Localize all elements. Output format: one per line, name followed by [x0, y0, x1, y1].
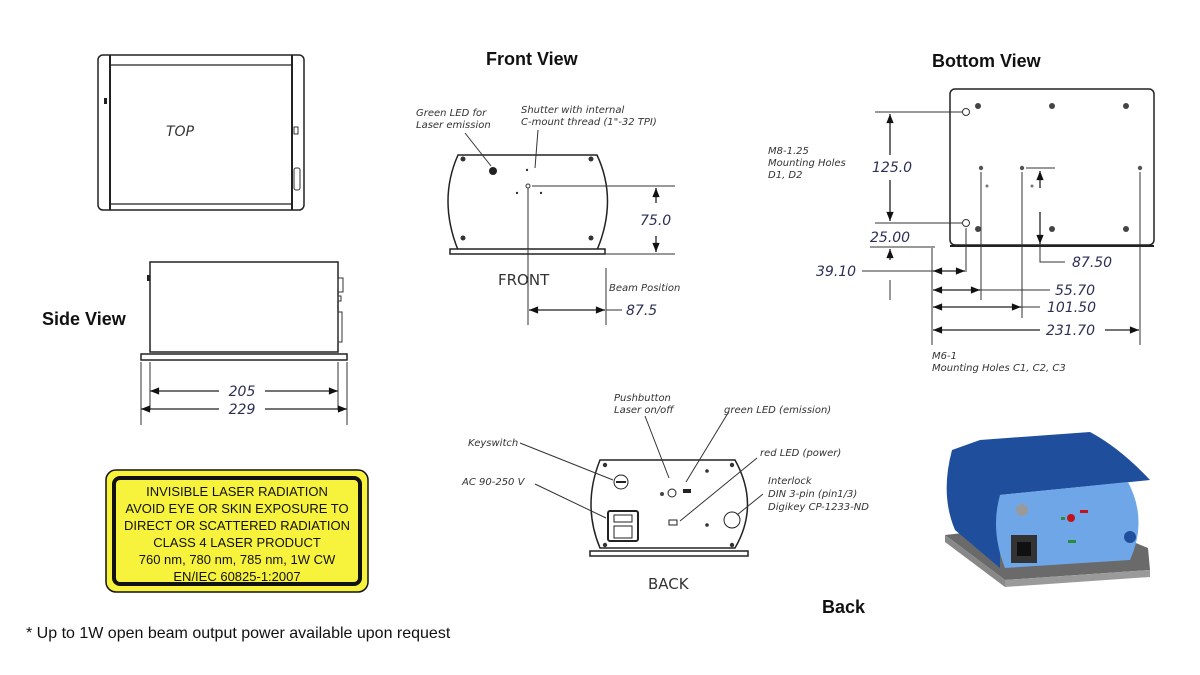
bottom-dim-125: 125.0 [872, 160, 912, 176]
shutter-callout: Shutter with internal [521, 105, 624, 116]
red-led-callout: red LED (power) [760, 448, 841, 459]
footnote: * Up to 1W open beam output power availa… [26, 625, 451, 642]
front-view: Green LED for Laser emission Shutter wit… [416, 105, 680, 325]
d-holes-callout-3: D1, D2 [768, 170, 802, 181]
bottom-dim-231-70: 231.70 [1046, 323, 1095, 339]
front-dim-75: 75.0 [640, 213, 671, 229]
c-holes-callout-1: M6-1 [932, 351, 957, 362]
top-view: TOP [97, 54, 305, 211]
bottom-dim-101-50: 101.50 [1047, 300, 1096, 316]
green-led-callout-2: Laser emission [416, 120, 491, 131]
interlock-callout-3: Digikey CP-1233-ND [768, 502, 869, 513]
back-title: Back [822, 597, 866, 617]
bottom-dim-55-70: 55.70 [1055, 283, 1095, 299]
pushbutton-icon [667, 488, 677, 498]
d-holes-callout-1: M8-1.25 [768, 146, 809, 157]
ac-callout: AC 90-250 V [461, 477, 526, 488]
warning-line-2: AVOID EYE OR SKIN EXPOSURE TO [125, 501, 348, 516]
hole-d1 [962, 108, 970, 116]
front-green-led [489, 167, 497, 175]
side-dim-229: 229 [229, 402, 256, 418]
green-led-back-callout: green LED (emission) [724, 405, 831, 416]
back-red-led [668, 519, 678, 526]
bottom-dim-25: 25.00 [870, 230, 910, 246]
pushbutton-callout-2: Laser on/off [614, 405, 675, 416]
back-label: BACK [648, 575, 690, 593]
side-view: 205 229 [140, 261, 348, 425]
green-led-callout: Green LED for [416, 108, 487, 119]
side-view-housing [149, 261, 339, 353]
laser-3d-render [945, 432, 1150, 587]
front-view-title: Front View [486, 49, 579, 69]
side-dim-205: 205 [229, 384, 256, 400]
warning-line-4: CLASS 4 LASER PRODUCT [153, 535, 321, 550]
back-base [589, 550, 749, 557]
front-dim-87-5: 87.5 [626, 303, 657, 319]
c-holes-callout-2: Mounting Holes C1, C2, C3 [932, 363, 1066, 374]
interlock-callout-1: Interlock [768, 476, 813, 487]
back-green-led [683, 489, 691, 493]
hole-c1 [978, 165, 984, 171]
top-view-outline [97, 54, 305, 211]
hole-c3 [1137, 165, 1143, 171]
warning-line-6: EN/IEC 60825-1:2007 [173, 569, 300, 584]
back-view: Pushbutton Laser on/off green LED (emiss… [461, 393, 869, 593]
render-red-led [1067, 514, 1075, 522]
bottom-dim-87-50: 87.50 [1072, 255, 1112, 271]
warning-line-5: 760 nm, 780 nm, 785 nm, 1W CW [139, 552, 336, 567]
laser-warning-label: INVISIBLE LASER RADIATION AVOID EYE OR S… [105, 469, 369, 593]
hole-d2 [962, 219, 970, 227]
bottom-view: 125.0 M8-1.25 Mounting Holes D1, D2 25.0… [768, 88, 1155, 374]
top-label: TOP [166, 124, 195, 140]
front-label: FRONT [498, 271, 550, 289]
side-view-title: Side View [42, 309, 127, 329]
keyswitch-callout: Keyswitch [468, 438, 518, 449]
hole-c2 [1019, 165, 1025, 171]
interlock-callout-2: DIN 3-pin (pin1/3) [768, 489, 857, 500]
warning-line-1: INVISIBLE LASER RADIATION [146, 484, 328, 499]
bottom-view-title: Bottom View [932, 51, 1042, 71]
shutter-callout-2: C-mount thread (1"-32 TPI) [521, 117, 657, 128]
warning-line-3: DIRECT OR SCATTERED RADIATION [124, 518, 350, 533]
beam-position-label: Beam Position [609, 283, 680, 294]
side-view-base [140, 353, 348, 361]
interlock-connector [723, 511, 741, 529]
pushbutton-callout-1: Pushbutton [614, 393, 671, 404]
bottom-dim-39-10: 39.10 [816, 264, 856, 280]
d-holes-callout-2: Mounting Holes [768, 158, 846, 169]
